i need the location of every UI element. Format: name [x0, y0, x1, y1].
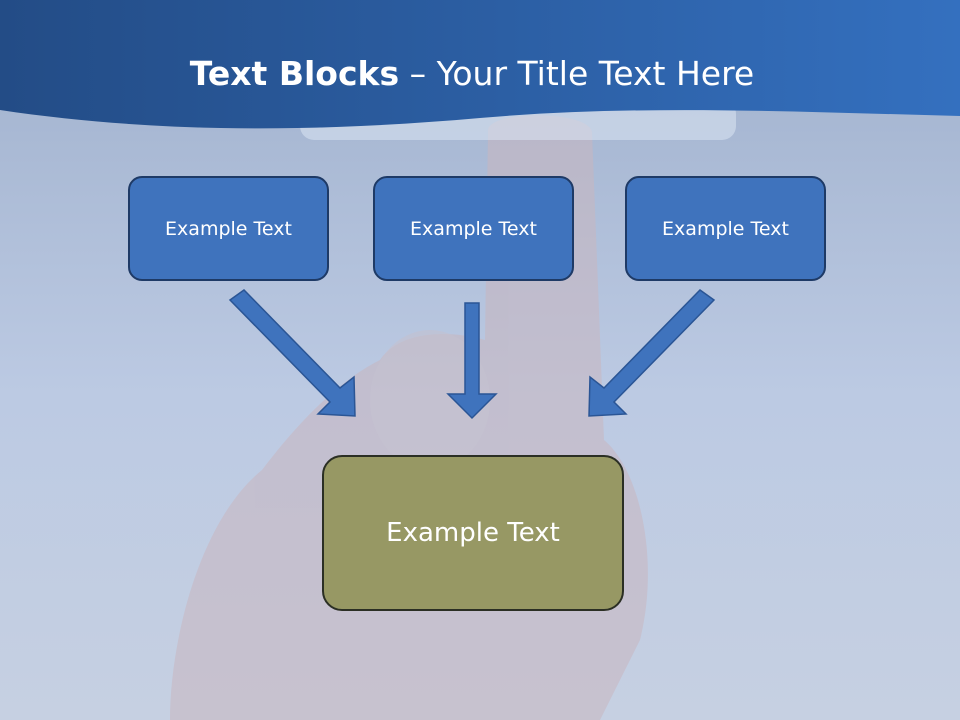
text-block-left: Example Text: [128, 176, 329, 281]
arrow-middle-down: [446, 302, 498, 420]
text-block-right-label: Example Text: [662, 217, 789, 240]
title-rest: – Your Title Text Here: [399, 54, 755, 93]
target-block-label: Example Text: [386, 518, 560, 548]
header-band: [0, 0, 960, 129]
arrow-right-diagonal: [588, 289, 716, 417]
title-bold: Text Blocks: [189, 54, 400, 93]
text-block-middle: Example Text: [373, 176, 574, 281]
text-block-right: Example Text: [625, 176, 826, 281]
arrow-left-diagonal: [228, 289, 356, 417]
slide-title: Text Blocks – Your Title Text Here: [0, 52, 944, 96]
text-block-left-label: Example Text: [165, 217, 292, 240]
target-block: Example Text: [322, 455, 624, 611]
text-block-middle-label: Example Text: [410, 217, 537, 240]
